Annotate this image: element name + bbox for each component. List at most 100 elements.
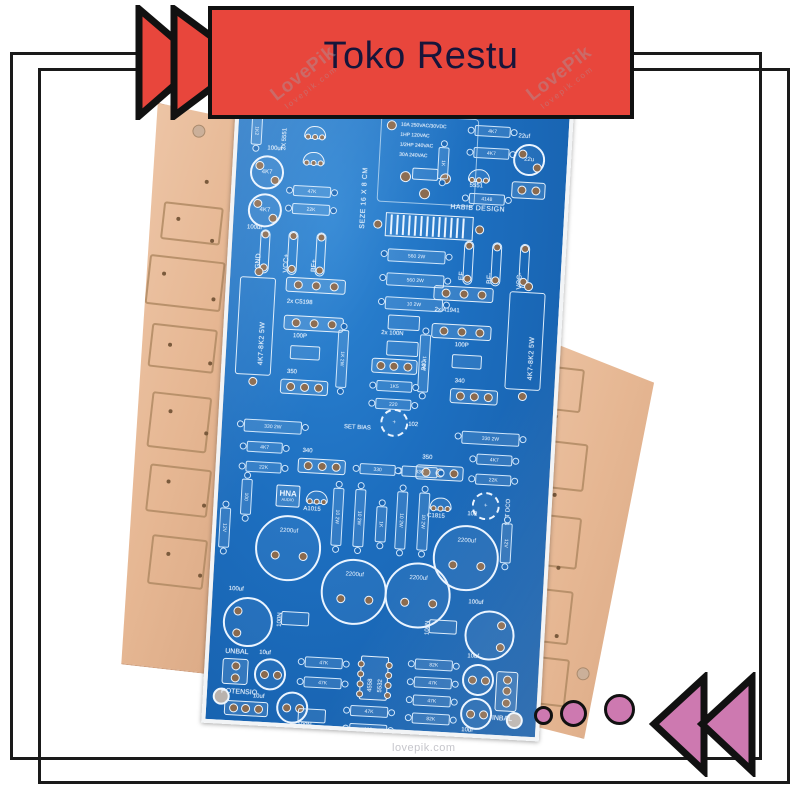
- resistor: 100: [348, 722, 388, 736]
- brand-logo-sub: AUDIO: [281, 496, 295, 503]
- capacitor-100uf: [221, 595, 275, 649]
- silk-label: 340: [421, 360, 428, 371]
- resistor: 560 2W: [387, 248, 446, 265]
- resistor: 22K: [245, 460, 282, 474]
- connector-potensio: [223, 699, 269, 718]
- silk-label: 100N: [424, 620, 432, 636]
- silk-label: 10uf: [467, 653, 480, 660]
- page-title: Toko Restu: [323, 35, 519, 77]
- product-photo: 1K2 3X 5551 100uf 4K7 4K7 100uf 47K 22K …: [150, 95, 680, 735]
- trimmer-potentiometer: +: [470, 491, 501, 521]
- silk-label: 340: [454, 378, 465, 385]
- decorative-dot-medium: [560, 700, 587, 727]
- pad-group: [371, 357, 418, 376]
- resistor: 47K: [413, 676, 453, 690]
- capacitor-electrolytic: 22u: [512, 143, 546, 177]
- trimmer-potentiometer: +: [379, 408, 409, 438]
- decorative-dot-large: [604, 694, 635, 725]
- connector-label-inbal: INBAL: [491, 714, 513, 723]
- resistor: 82K: [411, 712, 451, 726]
- resistor: 22K: [291, 202, 331, 216]
- power-resistor-outline: [234, 276, 277, 376]
- transistor-to92: [429, 497, 453, 513]
- capacitor-film: [297, 707, 327, 724]
- brand-logo-hna: HNA AUDIO: [275, 484, 301, 508]
- resistor: 47K: [412, 694, 452, 708]
- pad-group: [297, 457, 347, 476]
- silk-label: 350: [286, 368, 298, 376]
- silk-label: 340: [302, 447, 313, 455]
- silk-label: 100P: [454, 342, 469, 349]
- diode: 12V: [218, 507, 232, 548]
- pad-group: [449, 387, 499, 406]
- capacitor-film: [385, 340, 419, 358]
- silk-label: 22uf: [518, 133, 531, 141]
- resistor: 1K 2W: [335, 329, 350, 389]
- capacitor-film: [280, 610, 310, 627]
- resistor: 82K: [414, 658, 454, 672]
- silk-label: 100P: [292, 333, 308, 340]
- banner-arrow-outer-icon: [135, 5, 215, 120]
- pad-group-transistor: [431, 322, 492, 342]
- connector-inbal: [494, 670, 519, 713]
- capacitor-value: 2200uf: [345, 571, 365, 579]
- silk-label: C1815: [426, 512, 445, 520]
- capacitor-10uf: [461, 663, 495, 697]
- resistor: 10 2W: [352, 488, 367, 548]
- power-resistor-outline: [504, 291, 546, 391]
- resistor: 10 2W: [394, 491, 409, 550]
- pad-group: [510, 181, 546, 200]
- resistor: 330 2W: [243, 418, 303, 435]
- resistor: 10 2W: [416, 492, 431, 551]
- pad-group: [279, 378, 329, 397]
- resistor: 47K: [304, 656, 344, 670]
- silk-label: 5551: [469, 182, 484, 190]
- resistor: 100: [239, 478, 253, 516]
- connector-label-unbal: UNBAL: [225, 647, 249, 657]
- transistor-to92: [467, 168, 491, 184]
- resistor: 4K7: [474, 124, 511, 138]
- capacitor-film: [289, 344, 321, 361]
- pad-group-transistor: [285, 276, 347, 295]
- silk-label: 100N: [276, 612, 284, 627]
- resistor: 1K: [436, 146, 450, 180]
- silk-label: 10uf: [461, 727, 474, 734]
- resistor: 4K7: [476, 453, 513, 467]
- heatsink-footprint: [384, 212, 474, 241]
- decorative-dot-small: [534, 706, 553, 725]
- capacitor-value: 2200uf: [279, 527, 299, 535]
- silk-label: 10uf: [259, 649, 272, 657]
- capacitor-2200uf: 2200uf: [318, 557, 389, 627]
- resistor: 1K2: [250, 116, 264, 146]
- resistor: 4K7: [473, 146, 510, 160]
- ic-label: 5532: [377, 679, 384, 693]
- transistor-pair-label: 2x C5198: [286, 298, 313, 307]
- resistor: 47K: [303, 676, 342, 690]
- connector-unbal: [221, 657, 249, 686]
- resistor: 330 2W: [461, 430, 520, 447]
- resistor: 47K: [292, 184, 332, 198]
- trimmer-label-setbias: SET BIAS: [343, 424, 371, 432]
- resistor: 1K5: [375, 379, 413, 393]
- capacitor-electrolytic: 4K7: [249, 154, 285, 191]
- transistor-to92: [302, 151, 326, 167]
- capacitor-value: 2200uf: [457, 537, 477, 545]
- blue-pcb-board: 1K2 3X 5551 100uf 4K7 4K7 100uf 47K 22K …: [201, 95, 574, 742]
- transistor-to92: [305, 490, 329, 506]
- pad-group-transistor: [283, 314, 345, 333]
- resistor: 47K: [349, 704, 389, 718]
- transistor-pair-label: 2x A1941: [434, 306, 460, 315]
- capacitor-film: [428, 619, 458, 635]
- ic-label: 4558: [367, 678, 374, 693]
- title-banner: Toko Restu: [208, 6, 634, 119]
- silk-label: A1015: [303, 505, 321, 513]
- board-size-label: SEZE 16 X 8 CM: [359, 167, 370, 230]
- silk-label: 100uf: [267, 145, 283, 153]
- silk-label: 100uf: [228, 585, 244, 593]
- resistor: 4K7: [246, 440, 283, 454]
- silk-label: 100uf: [246, 224, 263, 232]
- decorative-rewind-arrow-icon: [648, 670, 758, 782]
- silk-label: 350: [422, 454, 433, 462]
- diode: 12V: [499, 523, 513, 564]
